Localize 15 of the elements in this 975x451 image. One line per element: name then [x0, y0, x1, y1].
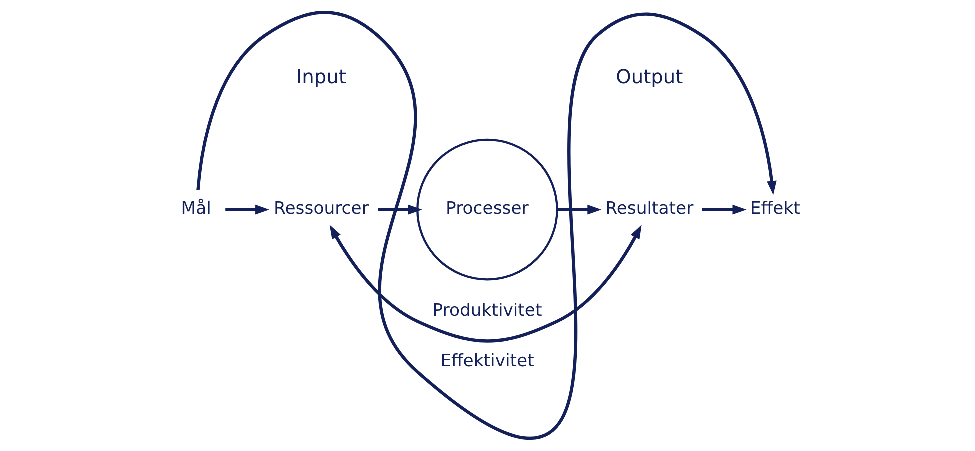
node-text: Effekt — [750, 198, 800, 219]
arrow — [378, 204, 422, 215]
edge-label: Produktivitet — [432, 300, 542, 321]
node-text: Ressourcer — [274, 198, 368, 219]
node-circle: Processer — [416, 138, 558, 281]
arrow — [329, 224, 642, 343]
arrow — [225, 204, 270, 215]
label: Input — [296, 65, 346, 88]
arrow — [556, 204, 602, 215]
edge-label: Effektivitet — [440, 351, 534, 372]
arrow — [702, 204, 746, 215]
node-text: Mål — [180, 198, 211, 219]
node-text: Resultater — [605, 198, 694, 219]
label: Output — [616, 65, 683, 88]
arrow — [196, 11, 776, 438]
